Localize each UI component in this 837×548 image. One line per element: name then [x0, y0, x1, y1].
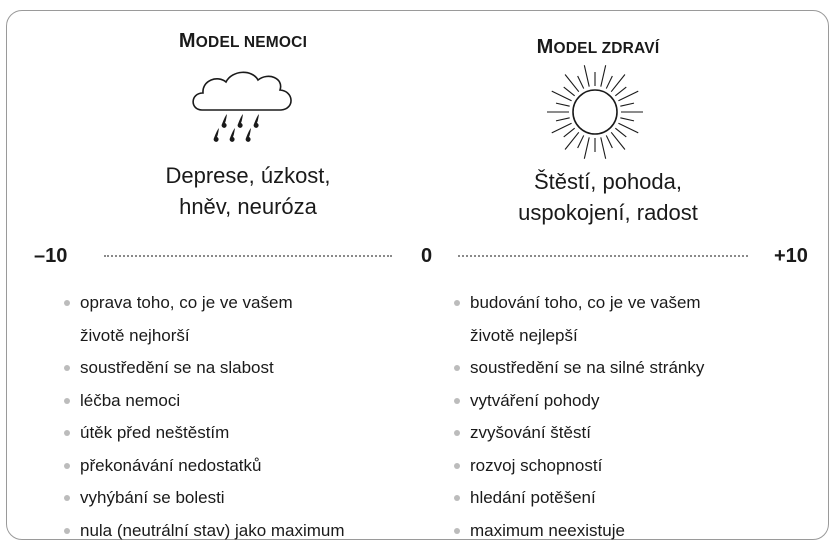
sun-ray [583, 65, 590, 87]
sun-ray [563, 127, 576, 138]
sun-ray [600, 137, 607, 159]
illness-caption: Deprese, úzkost, hněv, neuróza [165, 160, 330, 222]
list-item-text: maximum neexistuje [470, 520, 625, 540]
list-item-text: zvyšování štěstí [470, 423, 591, 442]
illness-caption-line-1: Deprese, úzkost, [165, 163, 331, 188]
list-item: oprava toho, co je ve vašem životě nejhor… [62, 287, 345, 352]
list-item-text: vyhýbání se bolesti [80, 488, 225, 507]
health-model-list: budování toho, co je ve vašem životě nejl… [452, 287, 704, 547]
health-title-initial: M [536, 36, 554, 58]
list-item: soustředění se na silné stránky [452, 352, 704, 385]
sun-ray [555, 102, 570, 107]
health-caption-line-1: Štěstí, pohoda, [534, 169, 682, 194]
diagram-frame [6, 10, 829, 540]
list-item: překonávání nedostatků [62, 450, 345, 483]
sun-ray [600, 65, 607, 87]
list-item-text: oprava toho, co je ve vašem [80, 293, 293, 312]
scale-dotted-line-right [458, 255, 748, 257]
list-item-text: nula (neutrální stav) jako maximum [80, 520, 345, 540]
list-item: vytváření pohody [452, 385, 704, 418]
health-caption: Štěstí, pohoda, uspokojení, radost [518, 166, 698, 228]
list-item-text: budování toho, co je ve vašem [470, 293, 701, 312]
scale-max-label: +10 [774, 245, 808, 267]
illness-caption-line-2: hněv, neuróza [179, 194, 317, 219]
illness-model-title: Model nemoci [179, 30, 307, 53]
list-item-text: hledání potěšení [470, 488, 596, 507]
sun-ray [577, 75, 585, 89]
list-item: léčba nemoci [62, 385, 345, 418]
rain-cloud-icon [192, 71, 292, 142]
sun-ray [551, 122, 572, 134]
sun-ray [620, 117, 635, 122]
list-item-text: rozvoj schopností [470, 455, 603, 475]
sun-ray [605, 75, 613, 89]
sun-ray [614, 127, 627, 138]
list-item-text: léčba nemoci [80, 390, 181, 410]
sun-icon [547, 65, 643, 159]
list-item-text: útěk před neštěstím [80, 423, 230, 442]
sun-ray [605, 135, 613, 149]
list-item-text: překonávání nedostatků [80, 455, 262, 475]
list-item: zvyšování štěstí [452, 417, 704, 450]
sun-ray [564, 131, 580, 150]
list-item-text: vytváření pohody [470, 390, 600, 410]
list-item-text: životě nejhorší [80, 325, 190, 345]
list-item: maximum neexistuje [452, 515, 704, 548]
sun-ray [577, 135, 585, 149]
list-item: soustředění se na slabost [62, 352, 345, 385]
list-item: nula (neutrální stav) jako maximum [62, 515, 345, 548]
sun-ray [618, 90, 639, 102]
illness-title-initial: M [178, 30, 196, 52]
health-title-rest: odel zdraví [553, 40, 660, 57]
list-item: útěk před neštěstím [62, 417, 345, 450]
sun-ray [583, 137, 590, 159]
list-item: hledání potěšení [452, 482, 704, 515]
sun-ray [618, 122, 639, 134]
sun-ray [610, 131, 626, 150]
list-item-text: soustředění se na silné stránky [470, 358, 705, 377]
health-model-title: Model zdraví [537, 36, 660, 59]
sun-ray [610, 74, 626, 93]
sun-ray [614, 86, 627, 97]
illness-title-rest: odel nemoci [195, 34, 308, 51]
scale-min-label: –10 [34, 245, 68, 267]
list-item: vyhýbání se bolesti [62, 482, 345, 515]
illness-model-list: oprava toho, co je ve vašem životě nejhor… [62, 287, 345, 547]
sun-ray [620, 102, 635, 107]
sun-ray [564, 74, 580, 93]
sun-ray [563, 86, 576, 97]
scale-dotted-line-left [104, 255, 392, 257]
sun-ray [551, 90, 572, 102]
list-item: budování toho, co je ve vašem životě nejl… [452, 287, 704, 352]
list-item-text: životě nejlepší [470, 325, 578, 345]
list-item-text: soustředění se na slabost [80, 358, 274, 377]
scale-zero-label: 0 [421, 245, 433, 267]
list-item: rozvoj schopností [452, 450, 704, 483]
sun-ray [555, 117, 570, 122]
health-caption-line-2: uspokojení, radost [518, 200, 698, 225]
